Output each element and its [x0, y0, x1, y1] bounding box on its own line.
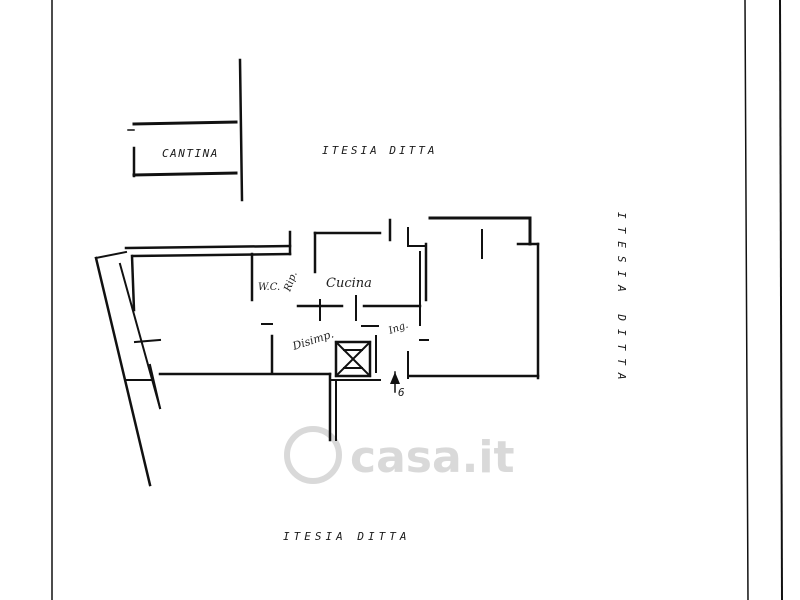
- apartment-walls: [94, 216, 540, 487]
- label-ing: Ing.: [386, 320, 409, 338]
- label-stessa-ditta-right: ITESIA DITTA: [615, 212, 628, 387]
- cantina-room: [127, 58, 244, 202]
- label-wc: W.C.: [258, 282, 280, 293]
- label-stessa-ditta-top: ITESIA DITTA: [322, 144, 437, 157]
- label-cucina: Cucina: [326, 276, 372, 291]
- page-frame: [51, 0, 784, 600]
- label-stessa-ditta-bottom: ITESIA DITTA: [283, 530, 410, 543]
- arrow-icon: [390, 372, 400, 384]
- label-floor-number: 6: [398, 386, 405, 399]
- label-rip: Rip.: [282, 270, 300, 294]
- label-disimpegno: Disimp.: [290, 327, 335, 353]
- watermark: casa.it: [284, 426, 514, 484]
- label-cantina: CANTINA: [162, 147, 219, 160]
- watermark-text: casa.it: [350, 432, 514, 483]
